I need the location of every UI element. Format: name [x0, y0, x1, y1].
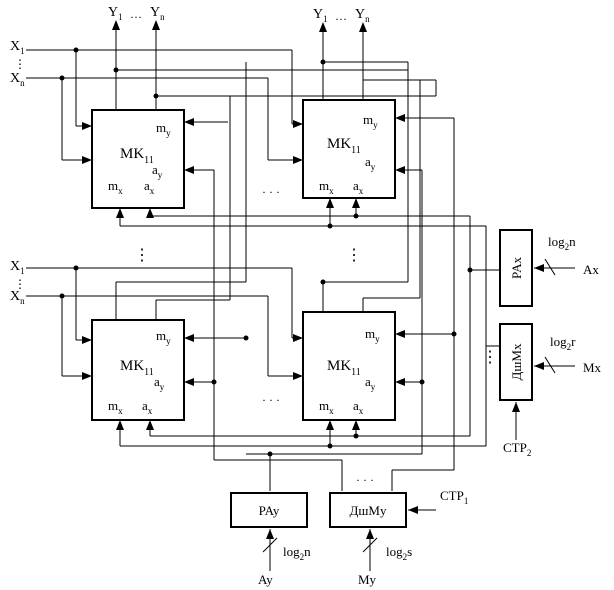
dots-h-top: · · · [262, 185, 280, 199]
dots-v-mx: ⋮ [482, 349, 498, 366]
decoder-my: ДшМy [329, 492, 407, 528]
mk-block-top-right: my MK11 ay mx ax [302, 99, 396, 199]
decoder-my-label: ДшМy [350, 503, 387, 518]
register-ax: PAx [499, 229, 533, 307]
svg-text:my: my [156, 120, 171, 138]
input-x-bottom: X1 ⋮ Xn [10, 259, 26, 306]
svg-text:⋮: ⋮ [14, 57, 26, 71]
label-ay: Ay [258, 572, 273, 587]
svg-text:⋮: ⋮ [14, 277, 26, 291]
svg-text:my: my [365, 326, 380, 344]
svg-text:mx: mx [108, 178, 123, 196]
svg-text:X1: X1 [10, 39, 25, 56]
junction-dots [59, 47, 473, 457]
svg-text:ay: ay [152, 162, 163, 180]
label-mx: Mx [583, 360, 602, 375]
wiring [26, 24, 575, 571]
svg-text:Yn: Yn [355, 7, 370, 24]
mk-block-bottom-right: my MK11 ay mx ax [302, 311, 396, 421]
svg-text:mx: mx [319, 398, 334, 416]
label-str1: CTP1 [440, 488, 468, 506]
label-str2: CTP2 [503, 440, 531, 458]
svg-text:Y1: Y1 [313, 7, 328, 24]
svg-text:MK11: MK11 [327, 136, 361, 156]
svg-text:Y1: Y1 [108, 5, 123, 22]
svg-text:ax: ax [353, 178, 364, 196]
svg-text:my: my [156, 328, 171, 346]
svg-text:…: … [130, 7, 142, 21]
svg-text:mx: mx [319, 178, 334, 196]
register-ay: PAy [230, 492, 308, 528]
output-y-right: Y1 … Yn [313, 7, 370, 24]
svg-text:ax: ax [353, 398, 364, 416]
svg-text:ay: ay [365, 154, 376, 172]
svg-text:MK11: MK11 [327, 358, 361, 378]
svg-text:ax: ax [142, 398, 153, 416]
label-log2s: log2s [386, 544, 412, 562]
svg-text:MK11: MK11 [120, 358, 154, 378]
label-my: My [358, 572, 377, 587]
register-ax-label: PAx [509, 257, 524, 279]
svg-text:ax: ax [144, 178, 155, 196]
decoder-mx: ДшМx [499, 323, 533, 401]
svg-text:ay: ay [154, 374, 165, 392]
label-ax: Ax [583, 262, 599, 277]
input-x-top: X1 ⋮ Xn [10, 39, 26, 88]
dots-h-bottom: · · · [262, 393, 280, 407]
dots-v-left: ⋮ [134, 247, 150, 264]
svg-text:MK11: MK11 [120, 146, 154, 166]
svg-text:Xn: Xn [10, 71, 25, 88]
register-ay-label: PAy [259, 503, 280, 518]
svg-text:my: my [363, 112, 378, 130]
svg-text:Yn: Yn [150, 5, 165, 22]
label-log2n-ax: log2n [548, 234, 576, 252]
svg-text:mx: mx [108, 398, 123, 416]
output-y-left: Y1 … Yn [108, 5, 165, 22]
svg-text:…: … [335, 9, 347, 23]
mk-block-top-left: my MK11 ay mx ax [91, 109, 185, 209]
arrowheads [82, 20, 544, 539]
label-log2r: log2r [550, 334, 576, 352]
svg-text:Xn: Xn [10, 289, 25, 306]
svg-text:ay: ay [365, 374, 376, 392]
mk-block-bottom-left: my MK11 ay mx ax [91, 319, 185, 421]
dots-v-right: ⋮ [346, 247, 362, 264]
dots-h-bus: · · · [356, 473, 374, 487]
label-log2n-ay: log2n [283, 544, 311, 562]
svg-text:X1: X1 [10, 259, 25, 276]
decoder-mx-label: ДшМx [509, 343, 524, 380]
